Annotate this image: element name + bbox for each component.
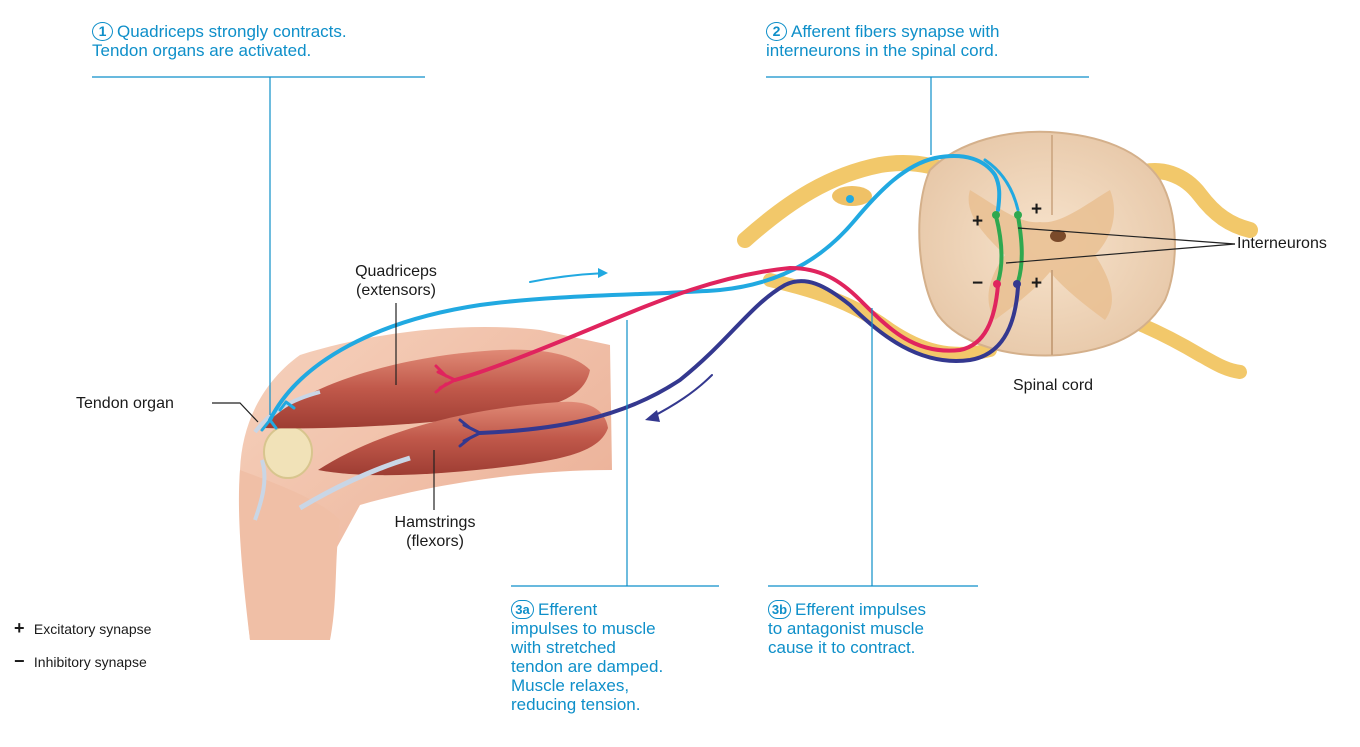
step-1-line-2: Tendon organs are activated. bbox=[92, 41, 347, 60]
step-3b-badge: 3b bbox=[768, 600, 791, 619]
direction-arrow-efferent-head bbox=[645, 410, 660, 422]
sign-plus-right-top: + bbox=[1031, 200, 1042, 219]
hamstrings-label: Hamstrings (flexors) bbox=[385, 513, 485, 551]
quadriceps-label: Quadriceps (extensors) bbox=[341, 262, 451, 300]
patella bbox=[264, 426, 312, 478]
step-3a-line-2: impulses to muscle bbox=[511, 619, 663, 638]
legend: + Excitatory synapse − Inhibitory synaps… bbox=[14, 618, 151, 672]
synapse-inhibitory bbox=[993, 280, 1001, 288]
sign-plus-left-top: + bbox=[972, 212, 983, 231]
step-3b-line-1: Efferent impulses bbox=[795, 600, 926, 619]
leg-illustration bbox=[239, 327, 612, 640]
synapse-excitatory-3 bbox=[1013, 280, 1021, 288]
step-1-line-1: Quadriceps strongly contracts. bbox=[117, 22, 347, 41]
ventral-root-right bbox=[1130, 320, 1240, 372]
sign-minus-bottom: − bbox=[972, 274, 983, 293]
legend-inhibitory-symbol: − bbox=[14, 651, 30, 672]
step-1-badge: 1 bbox=[92, 22, 113, 41]
legend-inhibitory: − Inhibitory synapse bbox=[14, 651, 151, 672]
afferent-soma bbox=[846, 195, 854, 203]
legend-inhibitory-text: Inhibitory synapse bbox=[34, 654, 147, 670]
step-3a-line-5: Muscle relaxes, bbox=[511, 676, 663, 695]
step-2-badge: 2 bbox=[766, 22, 787, 41]
direction-arrow-afferent bbox=[530, 273, 605, 282]
hamstrings-name: Hamstrings bbox=[385, 513, 485, 532]
synapse-excitatory-2 bbox=[1014, 211, 1022, 219]
step-3a-line-4: tendon are damped. bbox=[511, 657, 663, 676]
step-2-line-2: interneurons in the spinal cord. bbox=[766, 41, 1000, 60]
tendon-organ-label: Tendon organ bbox=[76, 394, 174, 413]
legend-excitatory: + Excitatory synapse bbox=[14, 618, 151, 639]
spinal-cord-label: Spinal cord bbox=[1013, 376, 1093, 395]
step-3a-badge: 3a bbox=[511, 600, 534, 619]
step-3b-line-2: to antagonist muscle bbox=[768, 619, 926, 638]
step-3a-line-3: with stretched bbox=[511, 638, 663, 657]
legend-excitatory-text: Excitatory synapse bbox=[34, 621, 152, 637]
interneurons-label: Interneurons bbox=[1237, 234, 1327, 253]
legend-excitatory-symbol: + bbox=[14, 618, 30, 639]
direction-arrow-afferent-head bbox=[598, 268, 608, 278]
step-2-line-1: Afferent fibers synapse with bbox=[791, 22, 1000, 41]
sign-plus-right-bottom: + bbox=[1031, 274, 1042, 293]
quadriceps-sub: (extensors) bbox=[341, 281, 451, 300]
step-3b-line-3: cause it to contract. bbox=[768, 638, 926, 657]
synapse-excitatory-1 bbox=[992, 211, 1000, 219]
hamstrings-sub: (flexors) bbox=[385, 532, 485, 551]
quadriceps-name: Quadriceps bbox=[341, 262, 451, 281]
step-3a-line-1: Efferent bbox=[538, 600, 597, 619]
step-3a-line-6: reducing tension. bbox=[511, 695, 663, 714]
